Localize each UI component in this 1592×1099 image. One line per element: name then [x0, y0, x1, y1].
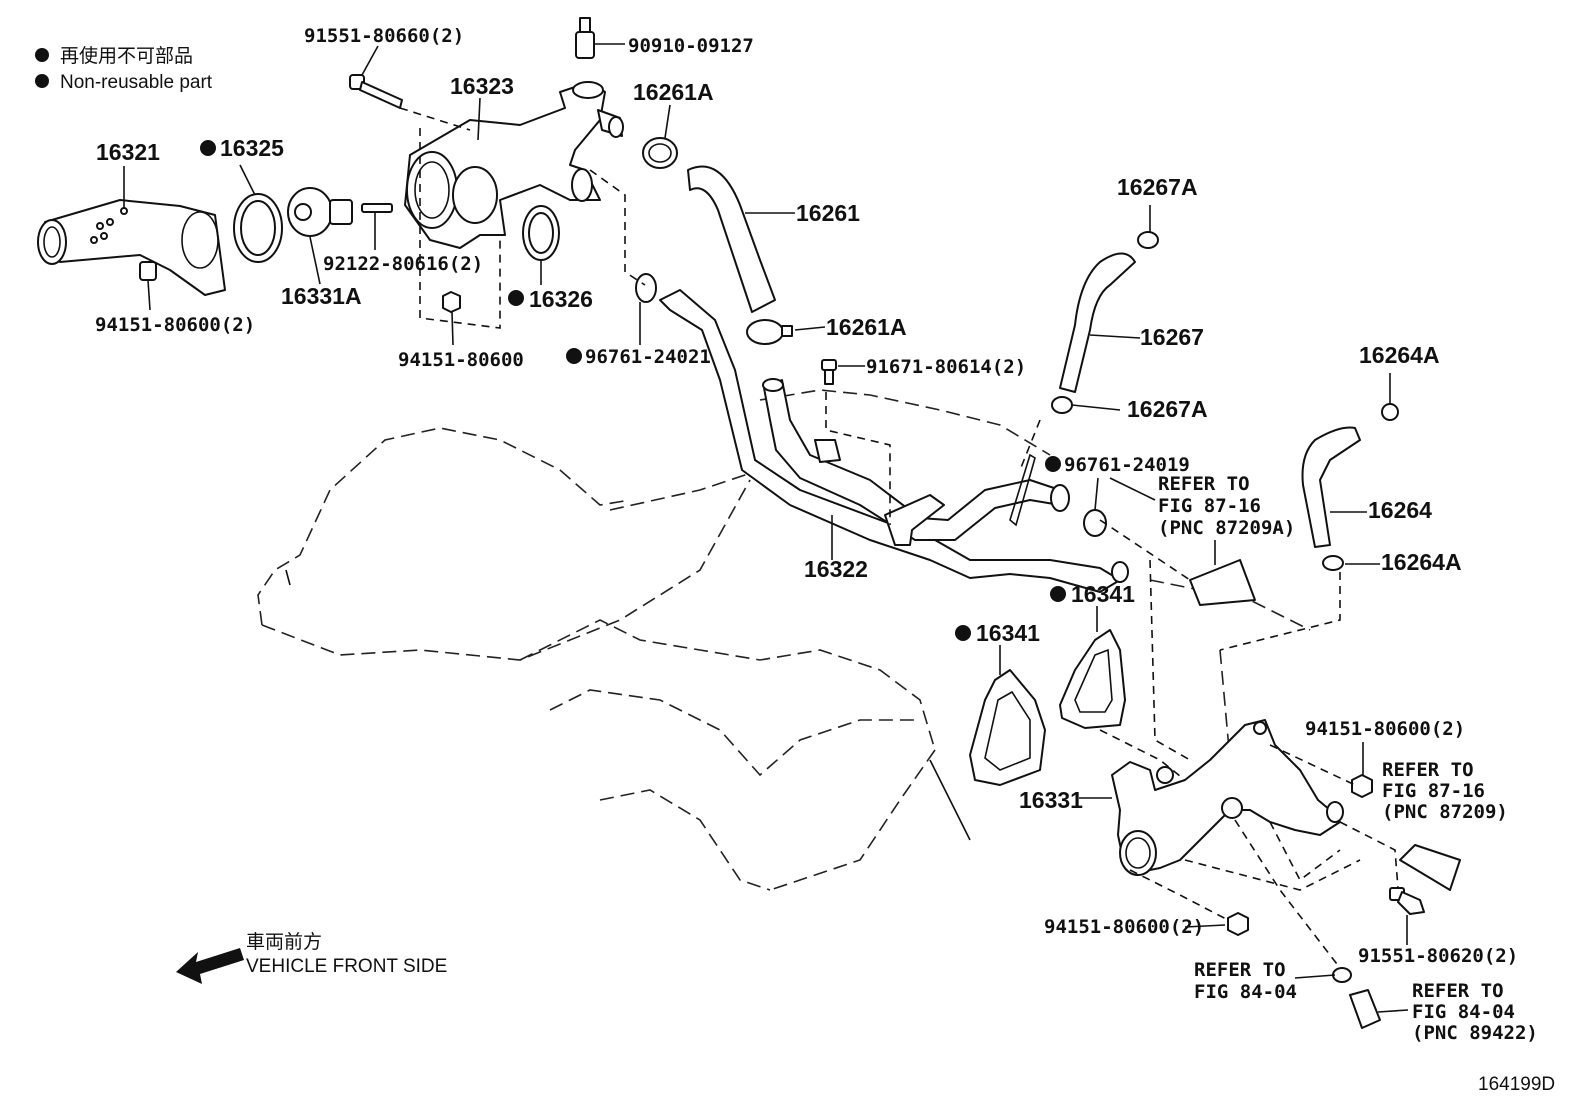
refer-87-16a-line3: (PNC 87209A) — [1158, 517, 1295, 539]
part-16331A-thermostat — [287, 187, 353, 237]
part-16325-gasket — [233, 193, 283, 263]
refer-87-16a-line1: REFER TO — [1158, 473, 1250, 495]
label-16341-b: 16341 — [976, 620, 1040, 646]
vehicle-front-indicator: 車両前方 VEHICLE FRONT SIDE — [176, 931, 447, 984]
legend-jp: 再使用不可部品 — [60, 45, 193, 67]
label-91671-80614: 91671-80614(2) — [866, 356, 1026, 378]
part-16261A-clamp — [642, 137, 678, 169]
label-16267: 16267 — [1140, 324, 1204, 350]
direction-jp: 車両前方 — [246, 931, 322, 953]
part-16341-gasket-right — [1059, 629, 1126, 729]
part-labels: 91551-80660(2) 90910-09127 16323 16261A … — [95, 25, 1518, 967]
label-16261A-mid: 16261A — [826, 314, 907, 340]
part-16341-gasket-left — [969, 669, 1046, 786]
refer-84-04b-line3: (PNC 89422) — [1412, 1022, 1538, 1044]
part-16261A-clamp-mid — [746, 319, 793, 345]
label-16326: 16326 — [529, 286, 593, 312]
label-92122-80616: 92122-80616(2) — [323, 253, 483, 275]
non-reusable-dot-icon — [566, 348, 582, 364]
label-16331A: 16331A — [281, 283, 362, 309]
refer-84-04a-line1: REFER TO — [1194, 959, 1286, 981]
part-stud-92122-80616 — [361, 203, 393, 213]
dashed-guide-lines — [399, 107, 1399, 969]
label-91551-80660: 91551-80660(2) — [304, 25, 464, 47]
part-bolt-91551-80620 — [1389, 887, 1425, 915]
label-16264A-mid: 16264A — [1381, 549, 1462, 575]
label-94151-80600-2c: 94151-80600(2) — [1044, 916, 1204, 938]
refer-84-04a-line2: FIG 84-04 — [1194, 981, 1297, 1003]
label-96761-24019: 96761-24019 — [1064, 454, 1190, 476]
part-nut-94151-80600-bottom — [1227, 912, 1249, 936]
legend-dot-icon — [35, 48, 49, 62]
non-reusable-dot-icon — [1050, 586, 1066, 602]
leader-lines — [123, 43, 1409, 1013]
label-16261A-top: 16261A — [633, 79, 714, 105]
part-nut-94151-80600-right — [1351, 774, 1373, 798]
label-94151-80600: 94151-80600 — [398, 349, 524, 371]
label-91551-80620: 91551-80620(2) — [1358, 945, 1518, 967]
label-94151-80600-2b: 94151-80600(2) — [1305, 718, 1465, 740]
refer-87-16a-line2: FIG 87-16 — [1158, 495, 1261, 517]
label-16331: 16331 — [1019, 787, 1083, 813]
label-16264A-top: 16264A — [1359, 342, 1440, 368]
label-16321: 16321 — [96, 139, 160, 165]
label-16267A-mid: 16267A — [1127, 396, 1208, 422]
refer-87-16b-line1: REFER TO — [1382, 759, 1474, 781]
part-16322-bypass-pipe — [659, 289, 1129, 593]
label-94151-80600-2a: 94151-80600(2) — [95, 314, 255, 336]
part-16326-gasket — [522, 205, 560, 261]
part-hose-stub-87209 — [1399, 844, 1461, 891]
label-16261: 16261 — [796, 200, 860, 226]
part-o-ring-96761-24021 — [635, 273, 657, 303]
legend-dot-icon — [35, 74, 49, 88]
label-16341-a: 16341 — [1071, 581, 1135, 607]
part-16267A-clamp — [1051, 231, 1159, 414]
engine-outline — [257, 389, 1311, 891]
label-16322: 16322 — [804, 556, 868, 582]
non-reusable-dot-icon — [955, 625, 971, 641]
part-sensor-90910-09127 — [575, 17, 595, 59]
part-nut-94151-80600-single — [442, 291, 461, 313]
part-16267-hose — [1059, 252, 1136, 393]
non-reusable-dot-icon — [508, 290, 524, 306]
figure-id: 164199D — [1478, 1074, 1555, 1095]
part-bolt-91671-80614 — [821, 359, 837, 385]
part-16321-water-outlet — [37, 199, 226, 296]
legend-en: Non-reusable part — [60, 72, 213, 93]
refer-87-16b-line3: (PNC 87209) — [1382, 801, 1508, 823]
refer-87-16b-line2: FIG 87-16 — [1382, 780, 1485, 802]
part-16264A-clamp — [1322, 403, 1399, 571]
refer-notes: REFER TO FIG 87-16 (PNC 87209A) REFER TO… — [1158, 473, 1538, 1044]
non-reusable-dot-icon — [200, 140, 216, 156]
legend: 再使用不可部品 Non-reusable part — [35, 45, 213, 93]
label-90910-09127: 90910-09127 — [628, 35, 754, 57]
part-16261-hose — [687, 165, 776, 313]
non-reusable-dot-icon — [1045, 456, 1061, 472]
direction-en: VEHICLE FRONT SIDE — [246, 956, 447, 977]
part-o-ring-96761-24019 — [1083, 509, 1107, 537]
part-16264-hose — [1301, 426, 1361, 548]
part-sensor-89422 — [1332, 967, 1381, 1029]
refer-84-04b-line2: FIG 84-04 — [1412, 1001, 1515, 1023]
part-nut-94151-80600 — [139, 261, 157, 281]
part-bolt-91551-80660 — [349, 74, 403, 109]
part-16331-water-inlet — [1111, 719, 1344, 876]
label-16323: 16323 — [450, 73, 514, 99]
refer-84-04b-line1: REFER TO — [1412, 980, 1504, 1002]
front-arrow-icon — [176, 948, 244, 984]
label-16267A-top: 16267A — [1117, 174, 1198, 200]
label-96761-24021: 96761-24021 — [585, 346, 711, 368]
part-16323-water-inlet-housing — [404, 81, 624, 249]
label-16325: 16325 — [220, 135, 284, 161]
part-hose-stub-87209A — [1189, 559, 1256, 606]
label-16264: 16264 — [1368, 497, 1432, 523]
